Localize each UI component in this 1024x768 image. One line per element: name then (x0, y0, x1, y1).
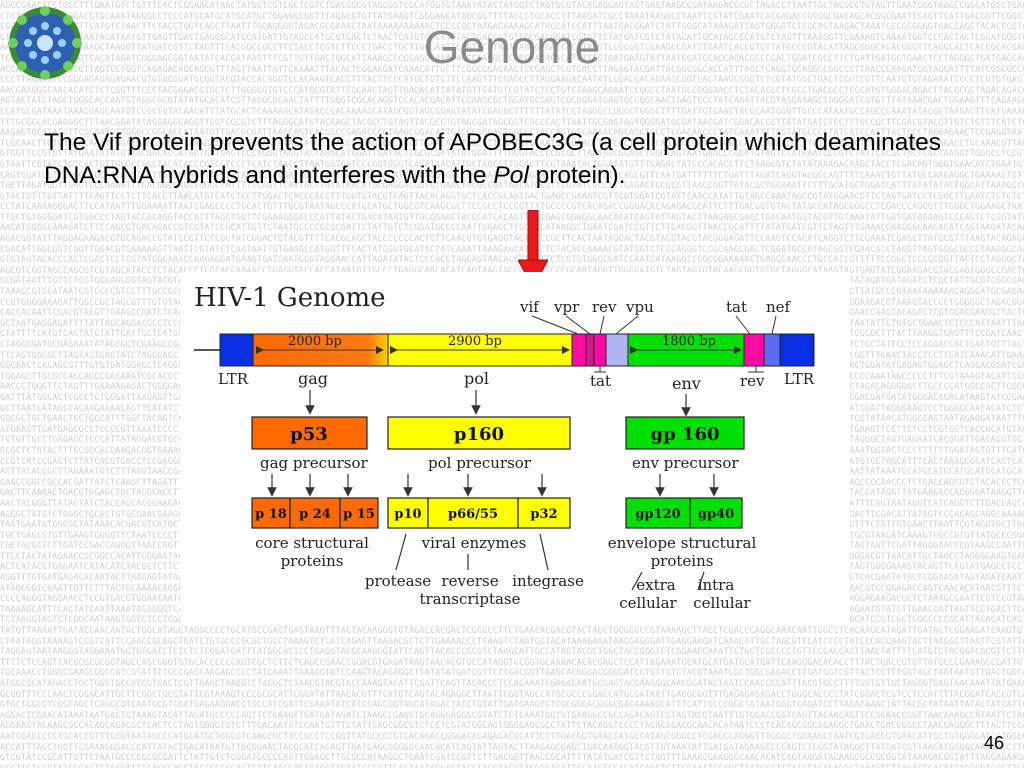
slide-title: Genome (423, 21, 601, 73)
page-number: 46 (983, 733, 1004, 753)
env-label: env (672, 374, 701, 393)
tat-rev-segment (743, 333, 765, 367)
extra-caption-line1: extra (636, 576, 676, 594)
core-caption-line1: core structural (255, 534, 369, 552)
p32-label: p32 (530, 507, 557, 522)
extra-caption-line2: cellular (619, 594, 677, 612)
p160-label: p160 (454, 424, 504, 445)
viral-enzymes-caption: viral enzymes (421, 534, 527, 552)
env-size-label: 1800 bp (662, 334, 716, 349)
gp40-label: gp40 (698, 507, 734, 522)
slide-body-text: The Vif protein prevents the action of A… (44, 126, 984, 192)
p15-label: p 15 (343, 507, 375, 522)
pol-label: pol (464, 369, 489, 388)
vif-label: vif (519, 298, 540, 316)
p24-box (289, 497, 341, 529)
vif-segment (571, 333, 587, 367)
intra-caption-line2: cellular (693, 594, 751, 612)
gp160-label: gp 160 (650, 424, 719, 445)
rev-bottom-label: rev (740, 372, 765, 390)
vpr-label: vpr (553, 298, 580, 316)
body-text-part-2: protein). (528, 162, 626, 189)
ltr-left-label: LTR (218, 370, 249, 388)
reverse-caption-line1: reverse (441, 572, 498, 590)
intra-caption-line1: intra (698, 576, 735, 594)
body-text-italic: Pol (493, 162, 529, 189)
vpu-segment (605, 333, 629, 367)
p66-box (427, 497, 519, 529)
p160-box (387, 416, 571, 450)
p15-box (339, 497, 379, 529)
gp120-label: gp120 (635, 507, 680, 522)
rev-segment (593, 333, 607, 367)
p24-label: p 24 (299, 507, 331, 522)
hiv-genome-diagram: HIV-1 Genome 2000 bp 2900 bp 1800 bp LTR… (194, 283, 815, 612)
vpu-label: vpu (625, 298, 654, 316)
nef-segment (763, 333, 781, 367)
p18-label: p 18 (255, 507, 287, 522)
env-precursor-caption: env precursor (632, 454, 739, 472)
tat-top-label: tat (726, 298, 747, 316)
ltr-right-label: LTR (784, 370, 815, 388)
p18-box (251, 497, 291, 529)
rev-top-label: rev (592, 298, 617, 316)
integrase-caption: integrase (512, 572, 584, 590)
p53-label: p53 (290, 424, 328, 445)
pol-size-label: 2900 bp (448, 334, 502, 349)
gp120-box (625, 497, 691, 529)
body-text-part-1: The Vif protein prevents the action of A… (44, 129, 942, 189)
p32-box (517, 497, 571, 529)
envelope-caption-line2: proteins (651, 552, 714, 570)
nef-label: nef (766, 298, 792, 316)
p10-label: p10 (394, 507, 421, 522)
virus-logo-icon (8, 6, 82, 80)
gp40-box (689, 497, 743, 529)
p53-box (251, 416, 368, 450)
gag-size-label: 2000 bp (288, 334, 342, 349)
protease-caption: protease (365, 572, 431, 590)
p66-label: p66/55 (448, 507, 498, 522)
ltr-left-segment (219, 333, 254, 367)
figure-title: HIV-1 Genome (194, 283, 386, 313)
tat-bottom-label: tat (590, 372, 611, 390)
vpr-segment (585, 333, 595, 367)
reverse-caption-line2: transcriptase (419, 590, 520, 608)
core-caption-line2: proteins (281, 552, 344, 570)
gp160-box (625, 416, 745, 450)
envelope-caption-line1: envelope structural (608, 534, 757, 552)
ltr-right-segment (779, 333, 815, 367)
hiv-genome-figure: HIV-1 Genome 2000 bp 2900 bp 1800 bp LTR… (180, 272, 850, 622)
pol-precursor-caption: pol precursor (428, 454, 532, 472)
gag-precursor-caption: gag precursor (260, 454, 369, 472)
gag-label: gag (298, 369, 328, 388)
